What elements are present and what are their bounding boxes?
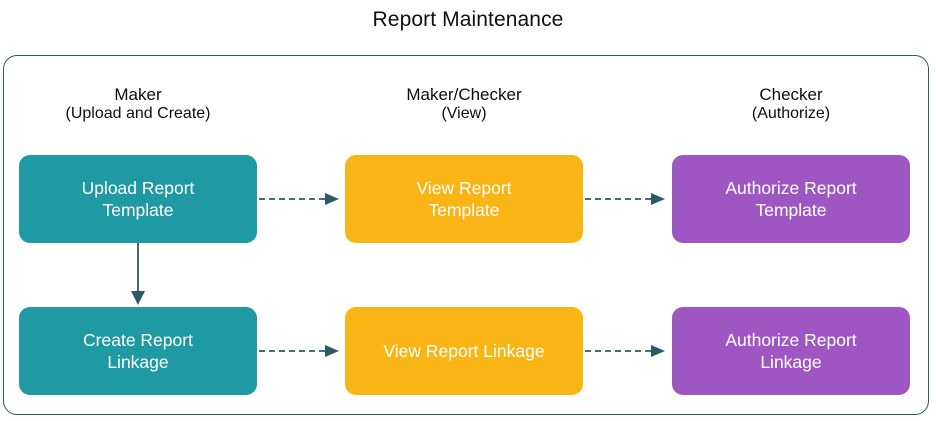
column-action-label: (View) [441, 105, 487, 123]
dashed-arrow-icon [259, 193, 339, 205]
node-authorize-report-linkage[interactable]: Authorize Report Linkage [672, 307, 910, 395]
column-role-label: Maker/Checker [406, 85, 522, 104]
node-authorize-report-template[interactable]: Authorize Report Template [672, 155, 910, 243]
connector-create-to-view-linkage [257, 339, 345, 363]
column-action-label: (Authorize) [751, 105, 831, 123]
node-create-report-linkage[interactable]: Create Report Linkage [19, 307, 257, 395]
connector-upload-to-create-linkage [120, 243, 156, 307]
column-role-label: Checker [759, 85, 823, 104]
dashed-arrow-icon [585, 193, 665, 205]
dashed-arrow-icon [259, 345, 339, 357]
column-header-checker: Checker (Authorize) [672, 85, 910, 124]
node-view-report-linkage[interactable]: View Report Linkage [345, 307, 583, 395]
connector-upload-to-view-template [257, 187, 345, 211]
node-view-report-template[interactable]: View Report Template [345, 155, 583, 243]
column-header-maker-checker: Maker/Checker (View) [345, 85, 583, 124]
diagram-frame [3, 55, 929, 415]
node-upload-report-template[interactable]: Upload Report Template [19, 155, 257, 243]
page-title: Report Maintenance [372, 8, 564, 31]
dashed-arrow-icon [585, 345, 665, 357]
column-action-label: (Upload and Create) [65, 105, 211, 123]
down-arrow-icon [131, 243, 145, 305]
column-header-maker: Maker (Upload and Create) [19, 85, 257, 124]
connector-view-to-authorize-linkage [583, 339, 671, 363]
connector-view-to-authorize-template [583, 187, 671, 211]
column-role-label: Maker [114, 85, 162, 104]
